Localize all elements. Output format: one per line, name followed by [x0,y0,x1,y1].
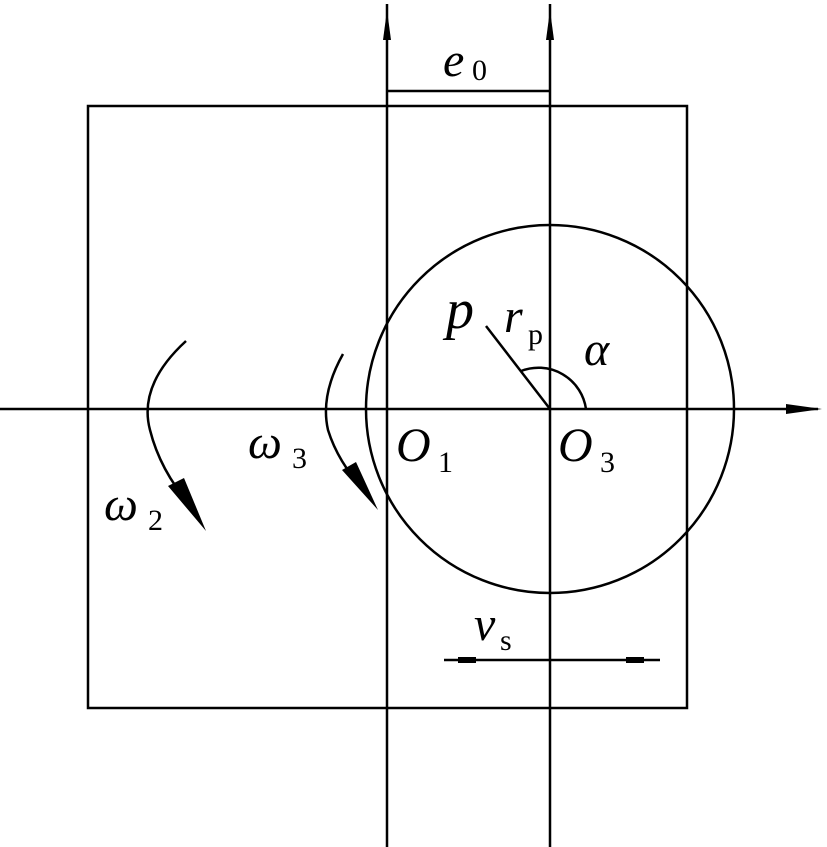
label-rp: r p [504,290,543,351]
arrowhead-axis-right [786,404,822,414]
radius-line [485,325,551,410]
label-o3-subscript: 3 [600,446,615,479]
label-e0: e 0 [443,34,487,87]
label-omega3-subscript: 3 [292,442,307,475]
label-vs: v s [474,598,512,657]
vs-mark-left [458,657,476,663]
label-o1-main: O [396,419,431,472]
label-omega2: ω 2 [104,478,163,537]
label-r-subscript: p [528,318,543,351]
arrowhead-right-top [546,10,554,40]
label-v-main: v [474,598,496,651]
label-v-subscript: s [500,624,512,657]
label-r-main: r [504,290,523,343]
label-omega2-subscript: 2 [148,504,163,537]
label-p: p [442,279,474,341]
label-omega3-main: ω [248,416,282,469]
label-o1-subscript: 1 [438,446,453,479]
label-o3: O 3 [558,419,615,479]
alpha-arc [520,366,588,410]
omega2-arrow-arc [146,340,191,506]
label-omega3: ω 3 [248,416,307,475]
label-e-subscript: 0 [472,54,487,87]
omega3-arrowhead [342,462,378,510]
arrowhead-left-top [383,10,391,40]
pitch-circle [364,223,736,595]
label-alpha: α [584,323,610,376]
label-omega2-main: ω [104,478,138,531]
label-o3-main: O [558,419,593,472]
label-e-main: e [443,34,464,87]
omega2-arrowhead [168,478,206,531]
vs-mark-right [626,657,644,663]
label-o1: O 1 [396,419,453,479]
